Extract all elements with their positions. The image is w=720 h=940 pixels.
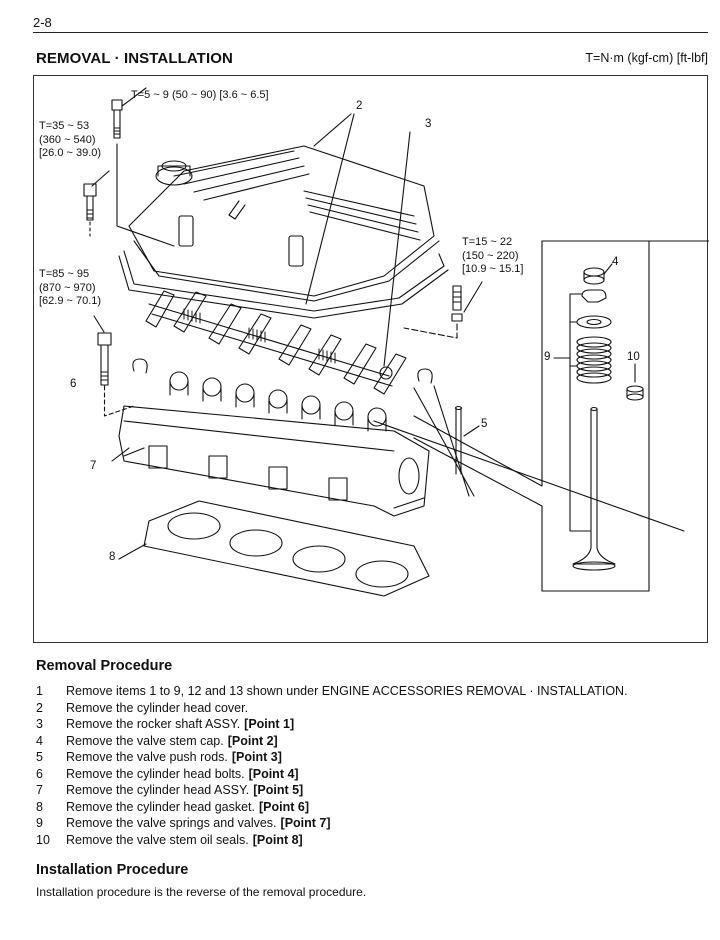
rocker-shaft-drawing — [145, 290, 407, 395]
step-number: 7 — [36, 783, 43, 797]
callout-8: 8 — [109, 551, 116, 563]
step-text: Remove the cylinder head bolts. — [66, 766, 245, 781]
torque-spec-cylinder-head-bolt: T=85 ~ 95 (870 ~ 970) [62.9 ~ 70.1) — [39, 268, 102, 307]
step-number: 10 — [36, 832, 50, 847]
callout-4: 4 — [612, 256, 619, 268]
callout-3: 3 — [425, 118, 432, 130]
head-cover-bolt-drawing — [83, 170, 110, 237]
step-number: 4 — [36, 733, 43, 748]
step-point-ref: [Point 8] — [252, 832, 303, 847]
callout-9: 9 — [544, 351, 551, 363]
removal-step: 9 Remove the valve springs and valves.[Po… — [36, 815, 706, 832]
callout-6: 6 — [70, 378, 77, 390]
removal-step: 2 Remove the cylinder head cover. — [36, 700, 706, 717]
callout-2: 2 — [356, 100, 363, 112]
step-point-ref: [Point 5] — [253, 783, 304, 797]
step-text: Remove the cylinder head gasket. — [66, 799, 255, 814]
torque-spec-head-cover-bolt: T=35 ~ 53 (360 ~ 540) [26.0 ~ 39.0) — [39, 120, 102, 159]
exploded-view-drawing — [83, 87, 709, 597]
step-text: Remove items 1 to 9, 12 and 13 shown und… — [66, 684, 628, 698]
step-text: Remove the cylinder head ASSY. — [66, 783, 250, 797]
torque-units: T=N·m (kgf-cm) [ft-lbf] — [585, 51, 708, 65]
removal-procedure-title: Removal Procedure — [36, 658, 173, 674]
step-number: 1 — [36, 684, 43, 698]
cylinder-head-drawing — [118, 358, 685, 532]
cover-bolt-drawing — [111, 87, 175, 247]
callout-leaders — [111, 113, 411, 462]
cylinder-head-bolt-drawing — [93, 315, 135, 417]
callout-7: 7 — [90, 460, 97, 472]
callout-5: 5 — [481, 418, 488, 430]
page-number: 2-8 — [33, 15, 52, 30]
step-point-ref: [Point 6] — [259, 799, 309, 814]
step-point-ref: [Point 4] — [248, 766, 299, 781]
step-point-ref: [Point 1] — [244, 717, 295, 731]
torque-spec-rocker-nut: T=15 ~ 22 (150 ~ 220) [10.9 ~ 15.1] — [462, 236, 524, 275]
step-number: 2 — [36, 700, 43, 715]
section-title: REMOVAL · INSTALLATION — [36, 50, 233, 67]
removal-step: 5 Remove the valve push rods.[Point 3] — [36, 749, 706, 766]
step-text: Remove the valve push rods. — [66, 750, 228, 764]
installation-procedure-text: Installation procedure is the reverse of… — [36, 885, 367, 899]
removal-step: 1 Remove items 1 to 9, 12 and 13 shown un… — [36, 683, 706, 700]
step-number: 9 — [36, 816, 43, 830]
valve-detail-inset — [413, 240, 709, 592]
step-number: 6 — [36, 766, 43, 781]
removal-steps-list: 1 Remove items 1 to 9, 12 and 13 shown un… — [36, 683, 706, 848]
removal-step: 8 Remove the cylinder head gasket. [Point … — [36, 799, 706, 816]
removal-step: 4 Remove the valve stem cap.[Point 2] — [36, 733, 706, 750]
cylinder-head-gasket-drawing — [118, 500, 430, 597]
removal-step: 6 Remove the cylinder head bolts.[Point 4… — [36, 766, 706, 783]
callout-10: 10 — [627, 351, 640, 363]
step-point-ref: [Point 2] — [227, 733, 278, 748]
removal-step: 3 Remove the rocker shaft ASSY.[Point 1] — [36, 716, 706, 733]
step-text: Remove the cylinder head cover. — [66, 700, 249, 715]
torque-spec-cover-bolt: T=5 ~ 9 (50 ~ 90) [3.6 ~ 6.5] — [131, 89, 269, 101]
rocker-stud-nut-drawing — [403, 281, 483, 339]
step-text: Remove the valve stem cap. — [66, 733, 224, 748]
step-number: 5 — [36, 750, 43, 764]
step-point-ref: [Point 7] — [280, 816, 331, 830]
removal-step: 7 Remove the cylinder head ASSY.[Point 5] — [36, 782, 706, 799]
installation-procedure-title: Installation Procedure — [36, 862, 189, 878]
step-number: 3 — [36, 717, 43, 731]
cylinder-head-cover-drawing — [118, 145, 449, 319]
removal-step: 10 Remove the valve stem oil seals.[Point… — [36, 832, 706, 849]
exploded-view-figure: T=5 ~ 9 (50 ~ 90) [3.6 ~ 6.5] T=35 ~ 53 … — [33, 75, 709, 643]
step-point-ref: [Point 3] — [231, 750, 282, 764]
step-text: Remove the rocker shaft ASSY. — [66, 717, 241, 731]
header-rule — [33, 32, 708, 33]
step-number: 8 — [36, 799, 43, 814]
step-text: Remove the valve springs and valves. — [66, 816, 277, 830]
step-text: Remove the valve stem oil seals. — [66, 832, 249, 847]
